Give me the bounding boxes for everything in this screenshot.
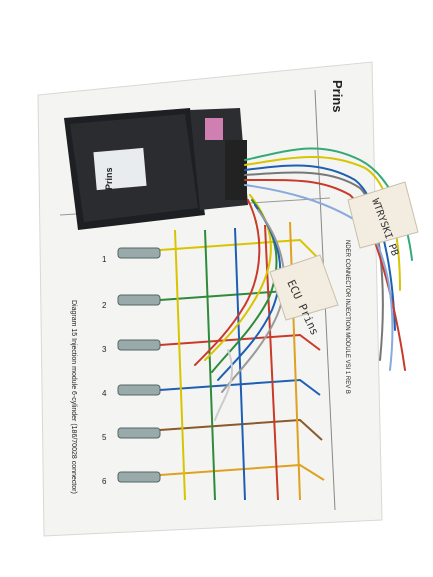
injector-number-3: 3 [102,345,107,354]
connector-heading: NDER CONNECTOR INJECTION MODULE VSI 1 RE… [344,240,350,394]
diagram-title: Diagram 15 Injection module 6-cylinder (… [70,300,77,494]
injector-number-1: 1 [102,255,107,264]
injector-number-2: 2 [102,301,107,310]
injection-module: Prins [64,108,248,230]
injector-number-5: 5 [102,433,107,442]
injector-number-4: 4 [102,389,107,398]
prins-logo-text: Prins [330,80,345,113]
injector-symbols [117,247,161,483]
svg-text:Prins: Prins [104,167,114,190]
injector-number-6: 6 [102,477,107,486]
